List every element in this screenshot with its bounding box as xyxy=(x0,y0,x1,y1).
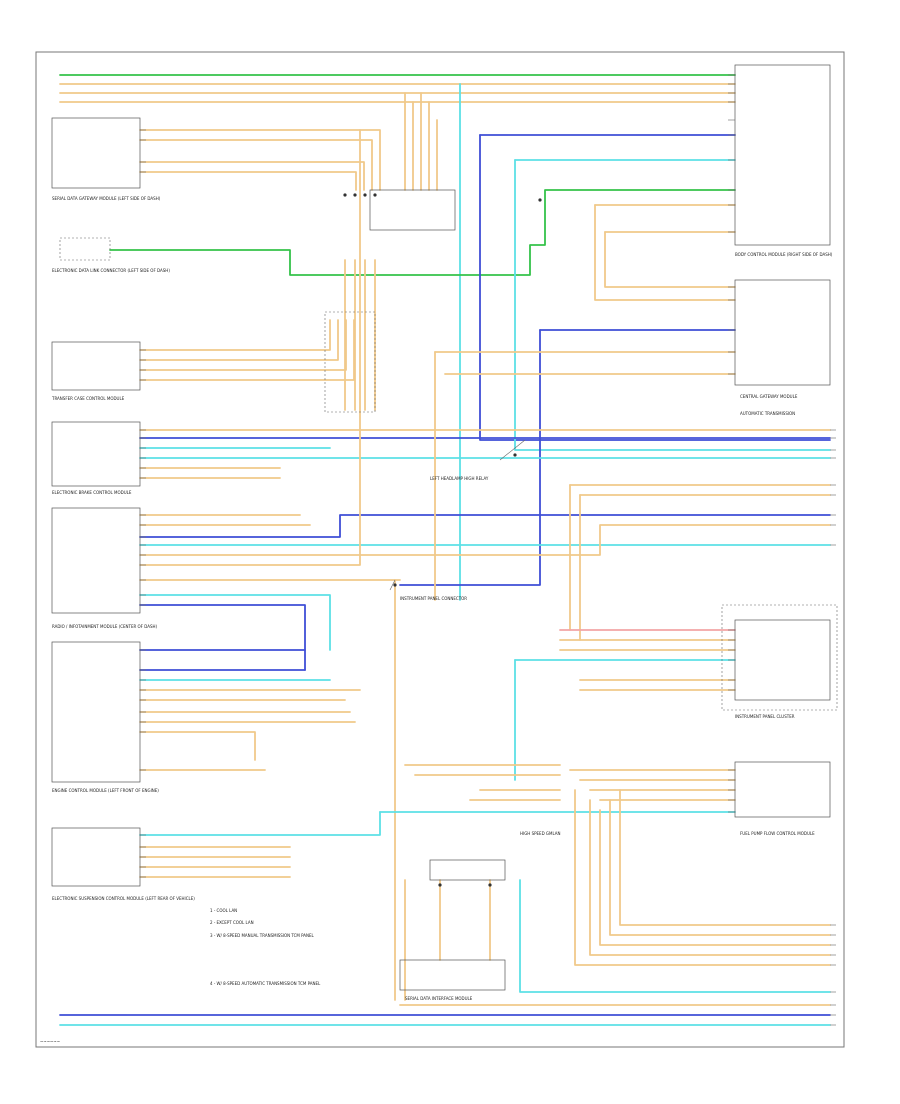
module-box-suspension xyxy=(51,827,141,887)
module-label-center: LEFT HEADLAMP HIGH RELAY xyxy=(430,476,489,481)
module-box-dlc xyxy=(59,237,111,261)
module-label-dlc: ELECTRONIC DATA LINK CONNECTOR (LEFT SID… xyxy=(52,268,170,273)
module-box-right-top xyxy=(734,64,831,246)
wire-ul-2 xyxy=(139,139,373,191)
module-label-right-top: BODY CONTROL MODULE (RIGHT SIDE OF DASH) xyxy=(735,252,833,257)
wire-fuel-2 xyxy=(609,799,831,936)
module-box-ebcm xyxy=(51,421,141,487)
wire-blue-2-vert xyxy=(399,329,541,586)
module-box-radio xyxy=(51,507,141,614)
module-label-cluster-note: HIGH SPEED GMLAN xyxy=(520,831,561,836)
diag-line-2 xyxy=(389,579,396,591)
module-box-right-lower xyxy=(734,619,831,701)
module-box-transfer xyxy=(51,341,141,391)
wire-fuel-5 xyxy=(574,789,831,966)
module-boxes xyxy=(51,64,838,991)
module-box-center-lower xyxy=(429,859,506,881)
module-box-center-splice xyxy=(369,189,456,231)
wire-radio-8 xyxy=(139,594,331,651)
module-label-top-left: SERIAL DATA GATEWAY MODULE (LEFT SIDE OF… xyxy=(52,196,161,201)
wire-ul-1 xyxy=(139,129,381,191)
module-box-ecm xyxy=(51,641,141,783)
module-labels: SERIAL DATA GATEWAY MODULE (LEFT SIDE OF… xyxy=(51,196,833,1001)
module-box-fuel-pins xyxy=(734,761,831,818)
wire-blue-vert-1 xyxy=(479,134,831,441)
wire-r-4 xyxy=(604,231,736,288)
splice-dot-7 xyxy=(393,583,397,587)
module-label-right-mid: CENTRAL GATEWAY MODULE xyxy=(740,394,798,399)
diagram-frame xyxy=(35,51,845,1048)
pin-tick-group xyxy=(140,74,836,1026)
footer-code: ~~~~~~ xyxy=(40,1039,60,1044)
module-label-fuel: FUEL PUMP FLOW CONTROL MODULE xyxy=(740,831,815,836)
module-label-radio: RADIO / INFOTAINMENT MODULE (CENTER OF D… xyxy=(52,624,158,629)
module-box-right-mid xyxy=(734,279,831,386)
module-label-ecm: ENGINE CONTROL MODULE (LEFT FRONT OF ENG… xyxy=(52,788,159,793)
wire-susp-1 xyxy=(139,811,381,836)
note-line-4: 4 - W/ 8-SPEED AUTOMATIC TRANSMISSION TC… xyxy=(210,981,321,986)
wire-bottom-ltblue xyxy=(519,879,831,993)
module-label-suspension: ELECTRONIC SUSPENSION CONTROL MODULE (LE… xyxy=(52,896,195,901)
splice-dot-1 xyxy=(343,193,347,197)
splice-dot-8 xyxy=(438,883,442,887)
note-line-3: 3 - W/ 8-SPEED MANUAL TRANSMISSION TCM P… xyxy=(210,933,315,938)
wire-tc-2 xyxy=(139,319,339,361)
diag-line-1 xyxy=(499,439,526,461)
wire-fuel-4 xyxy=(589,799,831,956)
splice-dot-2 xyxy=(353,193,357,197)
wire-radio-5 xyxy=(139,524,831,556)
wire-r-2 xyxy=(594,204,736,301)
wire-lb-vert-2 xyxy=(514,159,831,451)
wire-tc-4 xyxy=(139,319,355,381)
module-box-center-bottom xyxy=(399,959,506,991)
wire-ul-3 xyxy=(139,161,365,191)
module-label-right-lower: INSTRUMENT PANEL CLUSTER xyxy=(735,714,795,719)
note-line-1: 1 - COOL LAN xyxy=(210,908,237,913)
splice-dot-4 xyxy=(373,193,377,197)
wire-fuel-1 xyxy=(619,789,831,926)
wire-radio-9 xyxy=(139,604,306,671)
wire-ul-4 xyxy=(139,171,357,191)
wire-fuel-3 xyxy=(599,809,831,946)
splice-dot-3 xyxy=(363,193,367,197)
module-label-ebcm: ELECTRONIC BRAKE CONTROL MODULE xyxy=(52,490,132,495)
wire-group xyxy=(59,74,831,1026)
module-label-auto-trans: AUTOMATIC TRANSMISSION xyxy=(740,411,795,416)
wire-radio-3 xyxy=(139,514,831,538)
module-label-center-bottom: SERIAL DATA INTERFACE MODULE xyxy=(405,996,473,1001)
splice-dot-5 xyxy=(538,198,542,202)
module-label-transfer: TRANSFER CASE CONTROL MODULE xyxy=(51,396,125,401)
module-box-center-splice-2 xyxy=(324,311,376,413)
wire-ecm-8 xyxy=(139,731,256,761)
splice-dot-9 xyxy=(488,883,492,887)
connector-markers xyxy=(343,193,542,887)
wire-radio-6 xyxy=(139,129,361,566)
splice-dot-6 xyxy=(513,453,517,457)
wire-tc-3 xyxy=(139,319,347,371)
module-box-top-left xyxy=(51,117,141,189)
module-box-fuel-dashed xyxy=(721,604,838,711)
wire-dlc-green xyxy=(109,189,736,276)
module-label-ipc-center: INSTRUMENT PANEL CONNECTOR xyxy=(400,596,467,601)
notes-block: 1 - COOL LAN 2 - EXCEPT COOL LAN 3 - W/ … xyxy=(210,908,321,986)
note-line-2: 2 - EXCEPT COOL LAN xyxy=(210,920,254,925)
wire-tc-1 xyxy=(139,319,331,351)
